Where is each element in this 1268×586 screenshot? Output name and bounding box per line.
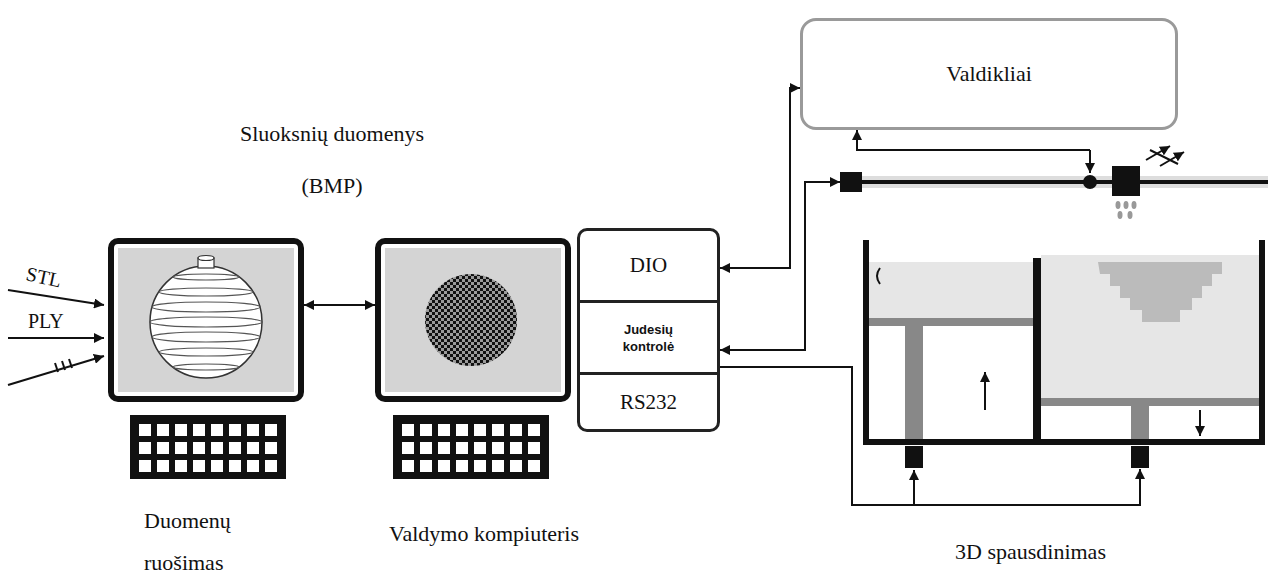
format-label: PLY: [28, 310, 64, 333]
print-rail: [1116, 201, 1121, 209]
connector: [720, 367, 1140, 505]
powder-tank: [1041, 398, 1259, 406]
input-arrows: [8, 290, 104, 305]
prep-screen: [150, 274, 262, 370]
control-screen: [385, 248, 561, 392]
print-rail: [840, 172, 862, 192]
powder-tank: [869, 318, 1033, 326]
powder-tank: [866, 240, 1262, 505]
prep-screen: [150, 317, 262, 327]
print-rail: [1118, 211, 1123, 219]
prep-keyboard: [130, 415, 286, 479]
input-arrows: [8, 290, 104, 385]
node-text: Duomenų ruošimas: [144, 500, 279, 584]
control-screen: [385, 248, 561, 392]
input-arrows: [69, 359, 72, 368]
node-text: 3D spausdinimas: [955, 538, 1185, 566]
print-rail: [1160, 152, 1184, 166]
edge-label: Sluoksnių duomenys (BMP): [222, 108, 442, 212]
powder-tank: [1098, 262, 1222, 322]
powder-tank: [866, 240, 1262, 442]
printer: 3D spausdinimas: [815, 150, 1268, 586]
controllers-box: Valdikliai: [800, 18, 1178, 130]
print-rail: [1112, 166, 1140, 196]
prep-keyboard: [130, 415, 286, 479]
control-keyboard: [393, 415, 549, 479]
prep-screen: [118, 248, 294, 392]
prep-screen: [173, 274, 239, 280]
powder-tank: [1041, 255, 1259, 398]
powder-tank: [1131, 446, 1149, 468]
powder-tank: [869, 262, 1033, 318]
print-rail: [1132, 201, 1137, 209]
input-arrows: [62, 361, 65, 370]
powder-tank: [1033, 258, 1041, 442]
io-section: DIO: [577, 228, 720, 303]
prep-screen: [152, 332, 260, 342]
print-rail: [1089, 150, 1091, 173]
prep-screen: [159, 348, 253, 356]
prep-screen: [173, 364, 239, 370]
powder-tank: [905, 446, 923, 468]
powder-tank: [877, 268, 880, 284]
connector: [304, 304, 375, 306]
prep-screen: [152, 302, 260, 312]
control-keyboard: [399, 421, 543, 473]
prep-screen: [159, 288, 253, 296]
connector: [857, 130, 1090, 150]
print-rail: [1083, 175, 1097, 189]
print-rail: [840, 176, 1268, 188]
powder-tank: [1131, 406, 1149, 442]
prep-screen: [118, 248, 294, 392]
motion-section: Judesių kontrolė: [577, 300, 720, 375]
powder-tank: [984, 372, 986, 410]
serial-section: RS232: [577, 372, 720, 432]
input-arrows: [55, 363, 58, 372]
powder-tank: [913, 470, 915, 505]
node-text: Valdymo kompiuteris: [389, 520, 629, 548]
print-rail: [1124, 201, 1129, 209]
prep-screen: [150, 266, 262, 378]
print-rail: [840, 180, 1268, 184]
format-label: STL: [24, 263, 64, 293]
connector: [720, 182, 840, 350]
node-text: RS232: [620, 390, 677, 415]
input-arrows: [8, 356, 104, 385]
prep-keyboard: [136, 421, 280, 473]
control-keyboard: [393, 415, 549, 479]
monitor: Duomenų ruošimas: [108, 238, 304, 402]
print-rail: [1146, 146, 1184, 166]
powder-tank: [905, 326, 923, 442]
powder-tank: [1199, 410, 1201, 436]
node-text: DIO: [630, 253, 667, 278]
connector: [720, 88, 800, 268]
control-screen: [425, 274, 517, 366]
print-rail: [1116, 201, 1137, 219]
print-rail: [840, 146, 1268, 219]
node-text: Judesių kontrolė: [604, 321, 694, 355]
node-text: Valdikliai: [946, 61, 1032, 87]
monitor: Valdymo kompiuteris: [375, 238, 571, 402]
input-arrows: [8, 337, 104, 339]
print-rail: [1150, 150, 1178, 164]
print-rail: [1128, 211, 1133, 219]
prep-screen: [198, 256, 214, 261]
